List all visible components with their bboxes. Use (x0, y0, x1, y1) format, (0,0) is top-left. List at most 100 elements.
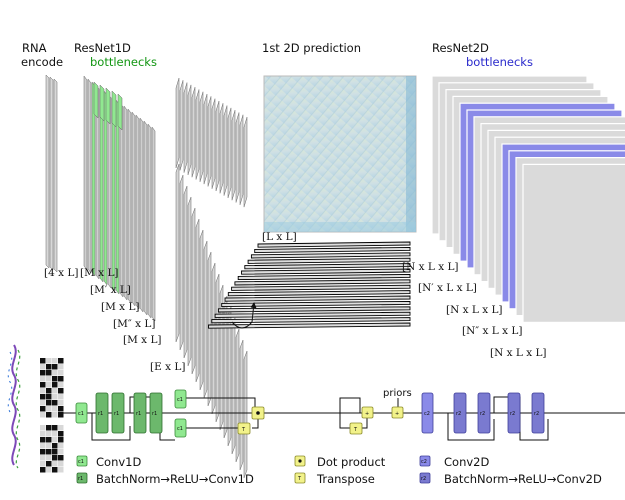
legend-conv1d: c1 Conv1D (76, 455, 141, 469)
legend-batchnorm-conv1d: r1 BatchNorm→ReLU→Conv1D (76, 472, 254, 486)
layer-slab (143, 120, 148, 316)
dim-e-x-l: [E x L] (150, 361, 185, 373)
layer-slab (235, 112, 240, 203)
svg-text:c1: c1 (78, 411, 84, 417)
layer-slab (111, 90, 117, 128)
one-hot-cell (58, 370, 64, 376)
one-hot-cell (52, 400, 58, 406)
one-hot-cell (52, 455, 58, 461)
one-hot-cell (40, 406, 46, 412)
one-hot-cell (52, 467, 58, 473)
one-hot-cell (52, 370, 58, 376)
one-hot-cell (40, 358, 46, 364)
flow-block-transpose-2: T (349, 422, 363, 435)
priors-label: priors (383, 388, 412, 399)
svg-text:Conv2D: Conv2D (444, 455, 489, 469)
layer-slab (187, 84, 192, 175)
svg-text:T: T (297, 476, 302, 482)
one-hot-cell (40, 394, 46, 400)
one-hot-cell (40, 376, 46, 382)
layer-slab (207, 96, 212, 187)
one-hot-cell (46, 425, 52, 431)
layer-slab (115, 99, 120, 295)
layer-slab (219, 103, 224, 194)
one-hot-cell (46, 400, 52, 406)
layer-slab (239, 339, 244, 471)
layer-slab (203, 240, 208, 399)
layer-slab (217, 306, 411, 313)
legend-conv2d: c2 Conv2D (419, 455, 489, 469)
one-hot-cell (46, 443, 52, 449)
layer-slab (139, 117, 144, 313)
svg-text:BatchNorm→ReLU→Conv1D: BatchNorm→ReLU→Conv1D (96, 472, 254, 486)
dim-4-x-l: [4 x L] (44, 267, 78, 279)
one-hot-cell (40, 370, 46, 376)
layer-slab (211, 262, 216, 415)
one-hot-cell (40, 443, 46, 449)
one-hot-cell (58, 388, 64, 394)
flow-block-r1-b: r1 (111, 392, 125, 434)
layer-slab (211, 317, 411, 324)
dim-n-x-l-x-l-2: [N x L x L] (446, 304, 503, 316)
one-hot-cell (58, 455, 64, 461)
one-hot-cell (46, 388, 52, 394)
layer-slab (215, 100, 220, 192)
layer-slab (123, 105, 128, 301)
one-hot-cell (58, 400, 64, 406)
layer-slab (223, 105, 228, 196)
layer-slab (179, 80, 184, 171)
svg-text:r2: r2 (456, 411, 461, 417)
dim-m-x-l-3: [M x L] (123, 334, 162, 346)
dim-l-x-l: [L x L] (262, 231, 297, 243)
resnet1d-bottlenecks-label: bottlenecks (90, 55, 157, 69)
one-hot-cell (58, 412, 64, 418)
layer-slab (239, 114, 244, 205)
one-hot-cell (58, 437, 64, 443)
svg-text:r1: r1 (114, 411, 119, 417)
svg-text:c2: c2 (421, 459, 427, 465)
flow-block-r2-b: r2 (477, 392, 491, 434)
svg-text:Conv1D: Conv1D (96, 455, 141, 469)
one-hot-cell (52, 449, 58, 455)
one-hot-cell (46, 358, 52, 364)
one-hot-cell (52, 443, 58, 449)
one-hot-cell (40, 449, 46, 455)
layer-slab (211, 98, 216, 189)
svg-text:T: T (353, 427, 358, 433)
svg-text:r2: r2 (534, 411, 539, 417)
one-hot-cell (46, 370, 52, 376)
layer-slab (83, 75, 88, 271)
svg-text:Transpose: Transpose (316, 472, 375, 486)
svg-text:c1: c1 (177, 397, 183, 403)
one-hot-cell (40, 412, 46, 418)
resnet2d-slabs (431, 75, 625, 323)
svg-text:r1: r1 (136, 411, 141, 417)
dim-n-x-l-x-l-3: [N x L x L] (490, 347, 547, 359)
svg-text:c1: c1 (78, 459, 84, 465)
rna-encode-header: encode (21, 55, 63, 69)
flow-block-r1-a: r1 (95, 392, 109, 434)
first-2d-prediction-heatmap (263, 75, 417, 233)
dim-ndprime-x-l-x-l: [N″ x L x L] (462, 325, 522, 337)
legend: c1 Conv1D r1 BatchNorm→ReLU→Conv1D Dot p… (76, 455, 602, 486)
layer-slab (231, 317, 236, 455)
layer-slab (183, 185, 188, 359)
one-hot-cell (40, 400, 46, 406)
layer-slab (224, 295, 411, 302)
layer-slab (187, 196, 192, 367)
svg-text:r1: r1 (98, 411, 103, 417)
layer-slab (199, 229, 204, 391)
layer-slab (207, 251, 212, 407)
resnet2d-bottlenecks-label: bottlenecks (466, 55, 533, 69)
one-hot-grid (40, 358, 64, 473)
svg-text:c1: c1 (177, 426, 183, 432)
layer-slab (522, 163, 625, 323)
resnet2d-header: ResNet2D (432, 41, 489, 55)
resnet1d-slabs (83, 75, 156, 322)
one-hot-cell (40, 382, 46, 388)
layer-slab (231, 284, 411, 291)
layer-slab (254, 246, 411, 254)
one-hot-cell (40, 437, 46, 443)
one-hot-cell (40, 461, 46, 467)
